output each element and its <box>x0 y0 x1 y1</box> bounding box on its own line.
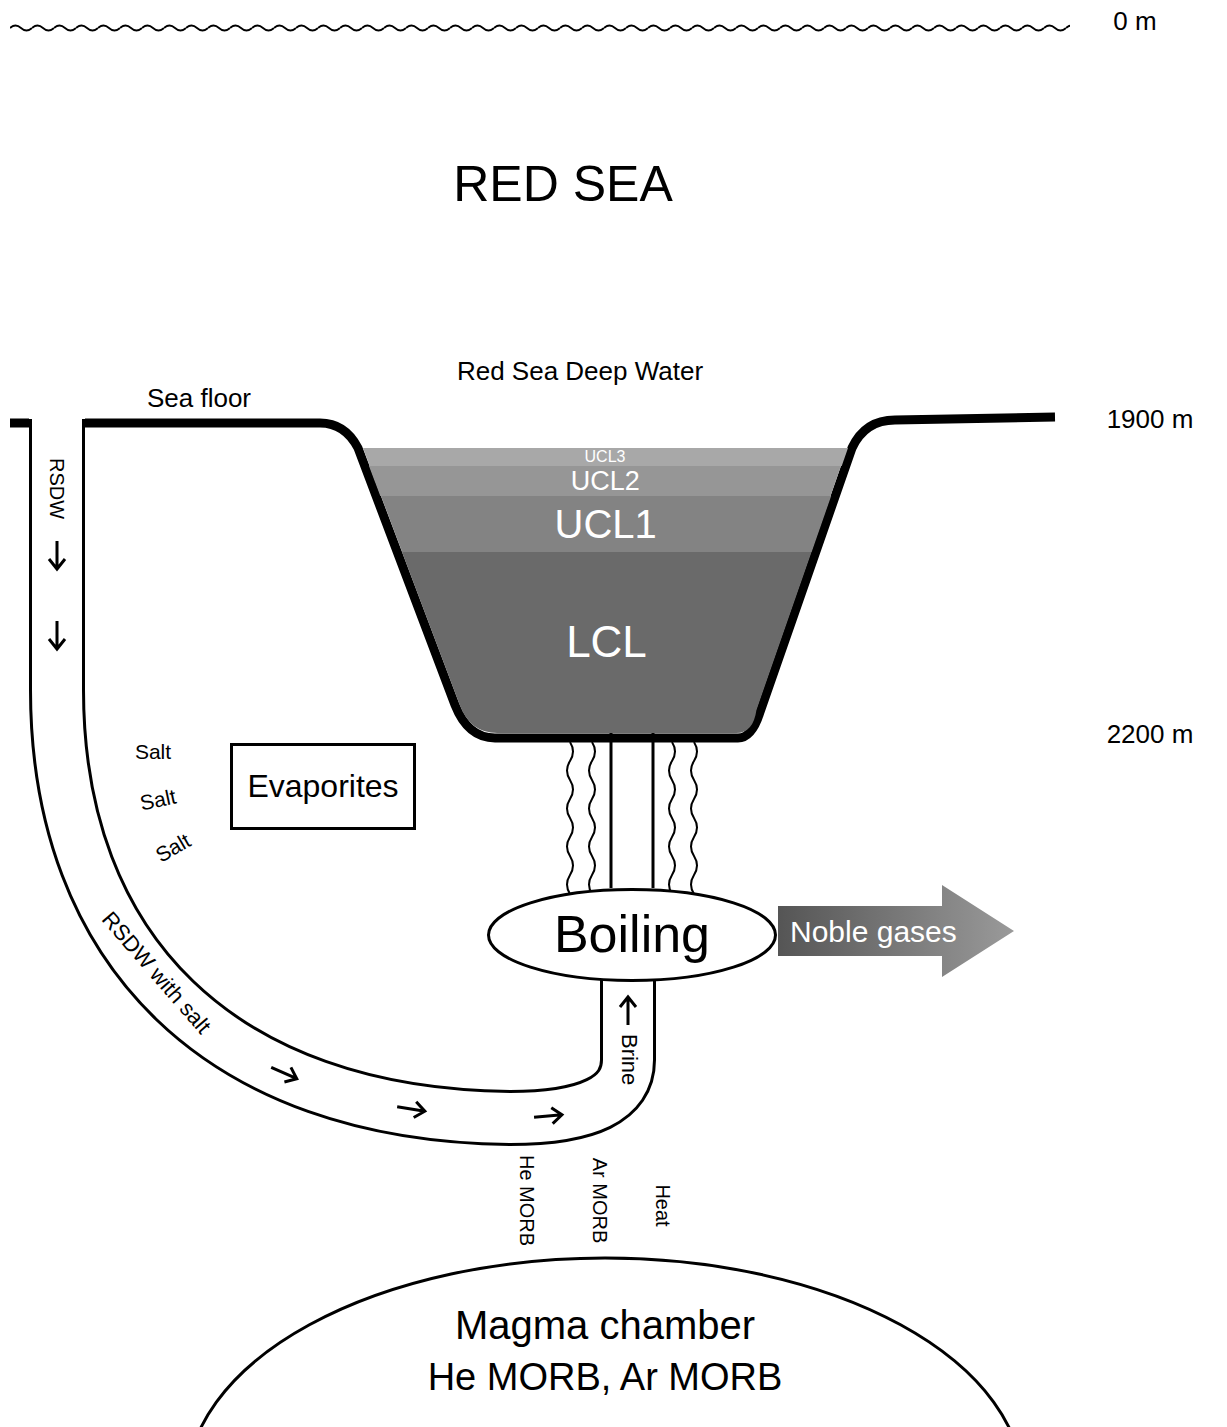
chamber-outline <box>187 1258 1023 1427</box>
node-text: Boiling <box>554 906 710 963</box>
water-label: Red Sea Deep Water <box>457 357 703 387</box>
ellipse-outline <box>489 890 776 981</box>
seep-lines <box>567 742 697 894</box>
layer-fill <box>369 466 841 496</box>
node-text: Noble gases <box>790 915 957 948</box>
boiling-ellipse: Boiling <box>487 888 777 982</box>
node-text: Evaporites <box>247 768 398 805</box>
input-label: He MORB <box>516 1154 539 1245</box>
flow-label: Brine <box>617 1034 642 1085</box>
sea-floor-outline <box>10 417 1055 738</box>
flow-label: RSDW <box>45 457 68 518</box>
pipe-line <box>652 733 655 888</box>
depth-label: 0 m <box>1113 7 1156 37</box>
node-text: UCL2 <box>571 468 640 495</box>
depth-label: 1900 m <box>1107 405 1194 435</box>
layer-fill <box>381 496 831 552</box>
salt-label: Salt <box>151 828 194 867</box>
node-text: UCL1 <box>555 502 657 546</box>
gas-arrow: Noble gases <box>778 885 1014 977</box>
layer-fill <box>363 448 848 466</box>
pipe-connector <box>611 733 653 888</box>
salt-label: Salt <box>138 784 178 815</box>
magma-chamber: Magma chamber He MORB, Ar MORB <box>185 1256 1025 1427</box>
input-label: Heat <box>651 1184 674 1226</box>
depth-label: 2200 m <box>1107 720 1194 750</box>
diagram-title: RED SEA <box>453 156 673 214</box>
water-layer: UCL1 <box>381 496 831 552</box>
pipe-line <box>610 733 613 888</box>
flow-label: RSDW with salt <box>96 907 215 1039</box>
node-text: Magma chamber <box>455 1302 755 1348</box>
water-layer: LCL <box>402 552 812 733</box>
floor-label: Sea floor <box>147 384 251 414</box>
node-text: He MORB, Ar MORB <box>428 1356 783 1400</box>
evaporites-box: Evaporites <box>230 743 416 830</box>
salt-label: Salt <box>135 740 171 764</box>
water-layer: UCL2 <box>369 466 841 496</box>
sea-surface <box>10 22 1070 34</box>
arrow-fill <box>778 885 1014 977</box>
node-text: UCL3 <box>585 449 626 465</box>
layer-fill <box>402 552 812 733</box>
node-text: LCL <box>566 618 647 666</box>
input-label: Ar MORB <box>589 1157 612 1243</box>
water-layer: UCL3 <box>363 448 848 466</box>
